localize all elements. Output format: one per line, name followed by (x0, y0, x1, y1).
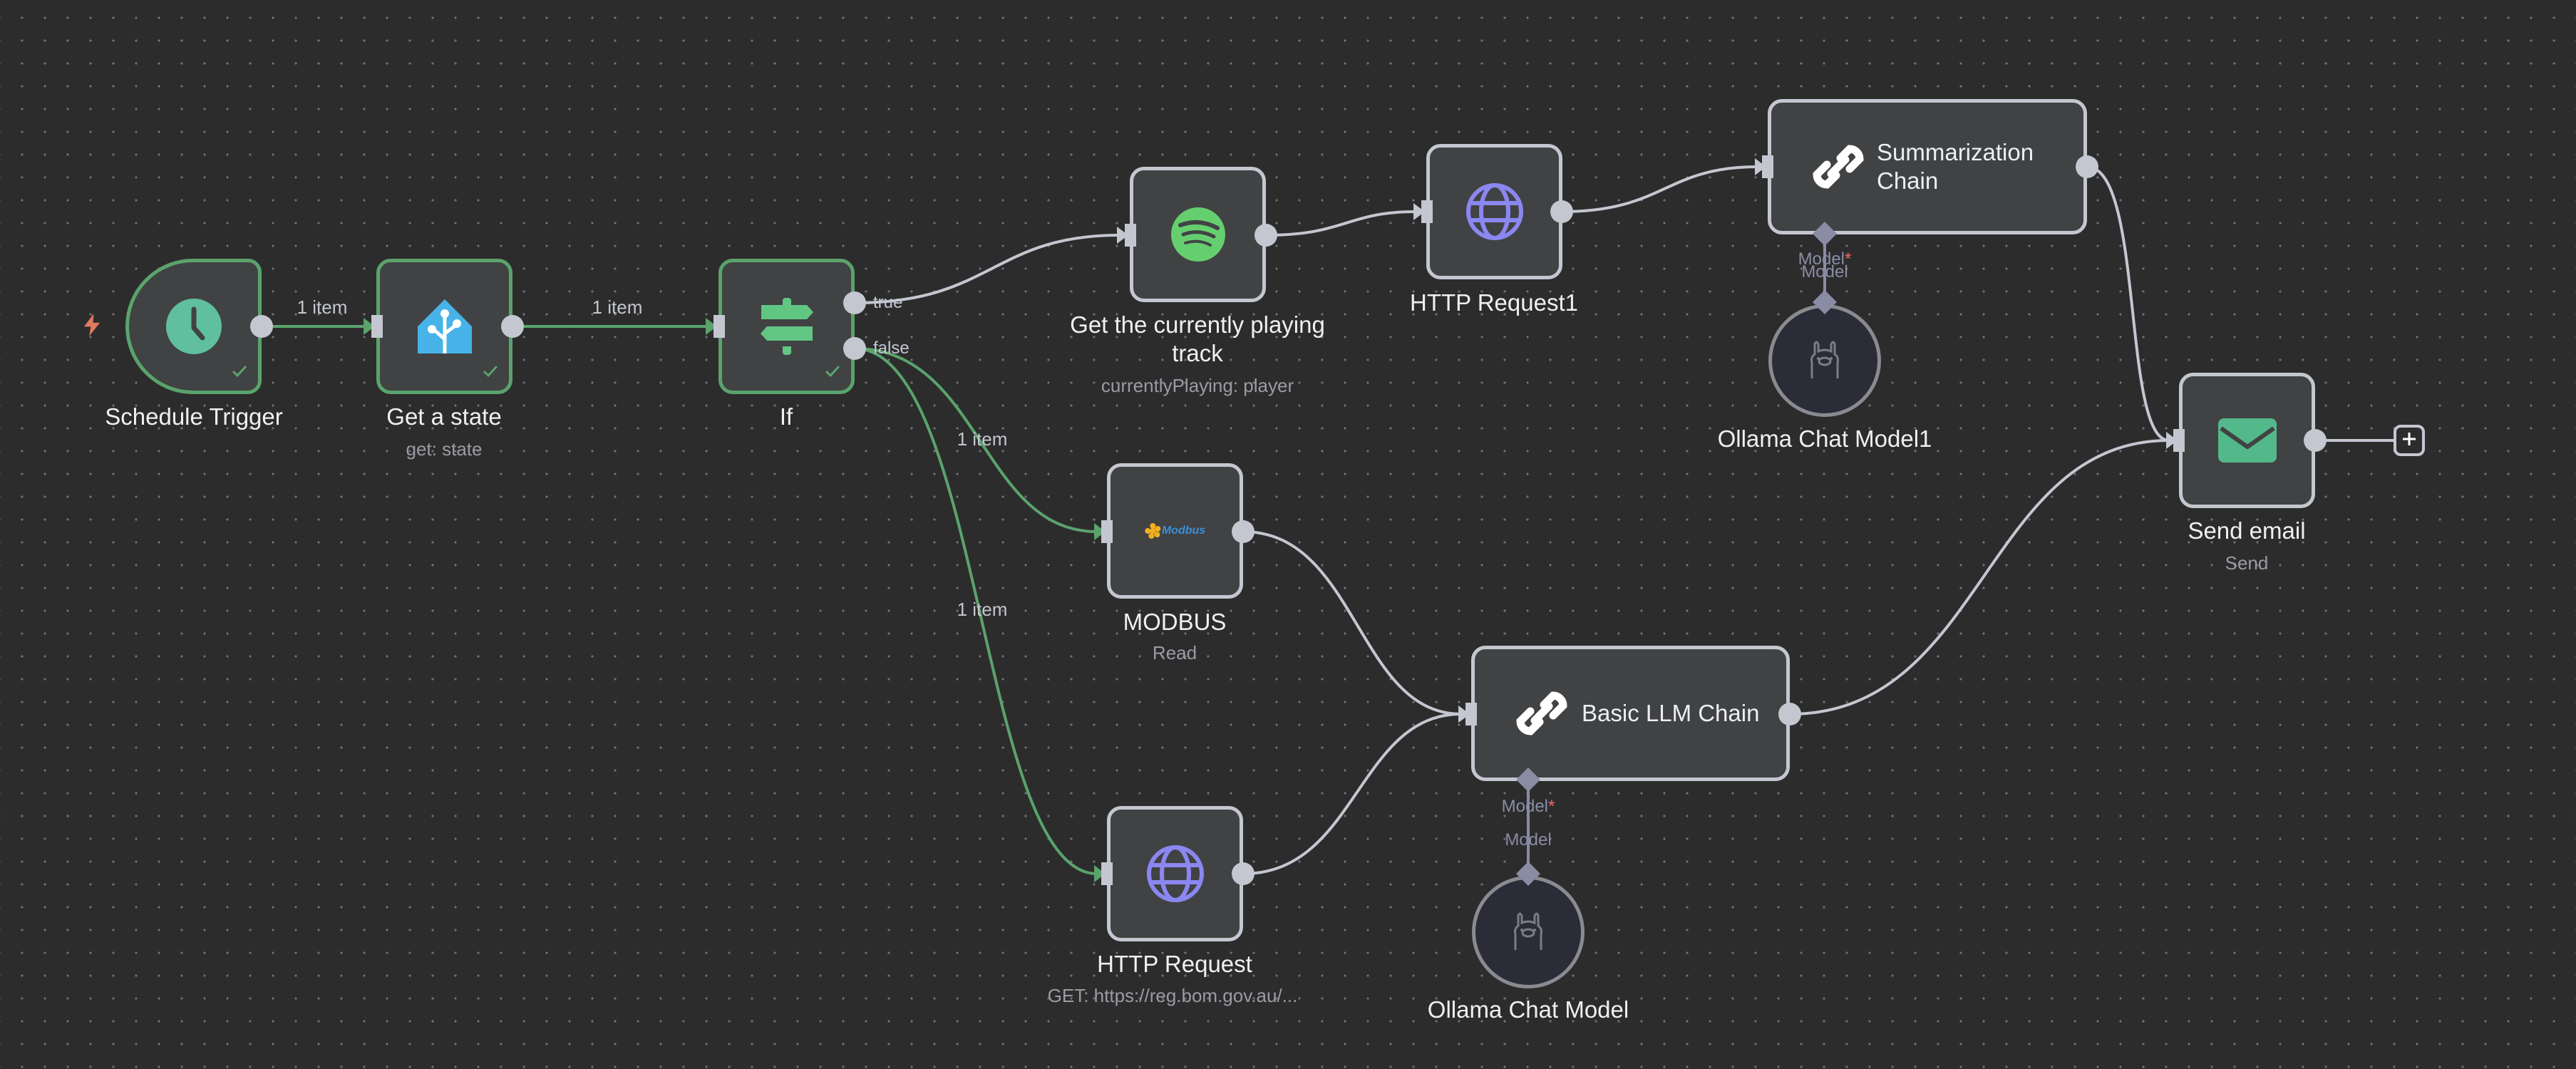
modbus-icon: Modbus (1144, 523, 1206, 539)
trigger-bolt-icon (78, 311, 105, 343)
model-label: Model (1801, 262, 1848, 282)
input-handle[interactable] (2173, 429, 2185, 452)
llama-icon (1808, 339, 1842, 383)
node-label: Get a state (386, 403, 502, 430)
node-modbus[interactable]: Modbus (1107, 463, 1243, 599)
node-subtitle: currentlyPlaying: player (1101, 375, 1294, 396)
link-icon (1512, 683, 1572, 743)
node-ollama-chat-model1[interactable] (1768, 304, 1881, 417)
model-required-label: Model* (1798, 250, 1852, 269)
node-label-line: Summarization (1877, 139, 2034, 165)
globe-icon (1465, 182, 1524, 241)
success-check-icon (231, 364, 248, 382)
required-asterisk: * (1548, 797, 1555, 816)
node-subtitle: Read (1152, 642, 1197, 663)
node-ollama-chat-model[interactable] (1472, 876, 1585, 988)
edge-http1-to-summarization[interactable] (1561, 165, 1758, 213)
modbus-logo-text: Modbus (1161, 525, 1206, 537)
node-label: Schedule Trigger (105, 403, 283, 430)
node-send-email[interactable] (2179, 373, 2315, 508)
required-asterisk: * (1845, 249, 1852, 269)
input-handle[interactable] (1762, 155, 1773, 178)
node-label: HTTP Request1 (1410, 289, 1578, 316)
output-handle-true[interactable] (843, 291, 866, 314)
edge-if-to-modbus[interactable] (854, 347, 1098, 533)
node-label: MODBUS (1123, 609, 1227, 635)
input-handle[interactable] (713, 315, 725, 338)
node-http-request[interactable] (1107, 806, 1243, 941)
edge-item-count-label: 1 item (592, 296, 643, 318)
node-subtitle: Send (2225, 552, 2269, 574)
output-handle[interactable] (501, 315, 524, 338)
node-label: Get the currently playing track (1069, 311, 1326, 368)
output-handle[interactable] (1778, 703, 1801, 725)
spotify-icon (1170, 207, 1226, 262)
node-label: Ollama Chat Model1 (1717, 425, 1932, 452)
edge-spotify-to-http1[interactable] (1265, 210, 1417, 237)
globe-icon (1146, 845, 1205, 903)
node-subtitle: get: state (406, 438, 483, 460)
node-label: Ollama Chat Model (1427, 996, 1629, 1023)
port-label-true: true (873, 293, 903, 312)
output-handle[interactable] (250, 315, 273, 338)
node-summarization-chain[interactable]: Summarization Chain (1768, 99, 2087, 234)
model-required-text: Model (1501, 797, 1549, 816)
envelope-icon (2217, 418, 2277, 463)
input-handle[interactable] (1421, 200, 1433, 223)
edge-item-count-label: 1 item (957, 599, 1008, 620)
edge-http-to-basicllm[interactable] (1242, 713, 1462, 875)
port-label-false: false (873, 339, 910, 358)
success-check-icon (482, 364, 499, 382)
edge-basicllm-to-sendemail[interactable] (1789, 439, 2170, 716)
output-handle[interactable] (1254, 224, 1277, 247)
output-handle[interactable] (2076, 155, 2098, 178)
edge-if-to-spotify[interactable] (854, 234, 1120, 304)
output-handle[interactable] (1550, 200, 1573, 223)
node-label: Summarization Chain (1877, 138, 2034, 195)
node-schedule-trigger[interactable] (125, 259, 262, 394)
add-node-button[interactable] (2394, 425, 2425, 456)
model-required-text: Model (1798, 249, 1845, 269)
node-spotify[interactable] (1130, 167, 1266, 302)
output-handle[interactable] (1232, 520, 1254, 543)
input-handle[interactable] (1465, 703, 1477, 725)
signpost-icon (757, 296, 817, 356)
input-handle[interactable] (1125, 224, 1136, 247)
input-handle[interactable] (1101, 862, 1113, 885)
clock-icon (165, 298, 222, 355)
edge-item-count-label: 1 item (297, 296, 348, 318)
model-label: Model (1505, 830, 1552, 849)
node-http-request1[interactable] (1426, 144, 1562, 279)
node-label: Send email (2188, 517, 2306, 544)
edge-if-to-http[interactable] (854, 347, 1098, 875)
node-label: HTTP Request (1097, 951, 1252, 977)
input-handle[interactable] (1101, 520, 1113, 543)
node-label-line: Chain (1877, 167, 1939, 194)
output-handle[interactable] (1232, 862, 1254, 885)
node-label-line: Get the currently playing track (1070, 311, 1325, 366)
node-if[interactable] (718, 259, 855, 394)
node-basic-llm-chain[interactable]: Basic LLM Chain (1471, 646, 1790, 781)
output-handle[interactable] (2304, 429, 2327, 452)
node-get-a-state[interactable] (376, 259, 512, 394)
node-subtitle: GET: https://reg.bom.gov.au/... (1047, 985, 1298, 1006)
plus-icon (2401, 431, 2417, 450)
llama-icon (1511, 910, 1545, 955)
model-required-label: Model* (1502, 797, 1555, 816)
edge-summarization-to-sendemail[interactable] (2086, 165, 2170, 442)
node-label: Basic LLM Chain (1582, 700, 1760, 726)
home-assistant-icon (416, 298, 473, 355)
edge-modbus-to-basicllm[interactable] (1242, 530, 1462, 716)
output-handle-false[interactable] (843, 337, 866, 360)
input-handle[interactable] (371, 315, 383, 338)
node-label: If (779, 403, 793, 430)
edge-item-count-label: 1 item (957, 428, 1008, 450)
success-check-icon (824, 364, 841, 382)
link-icon (1808, 137, 1868, 197)
